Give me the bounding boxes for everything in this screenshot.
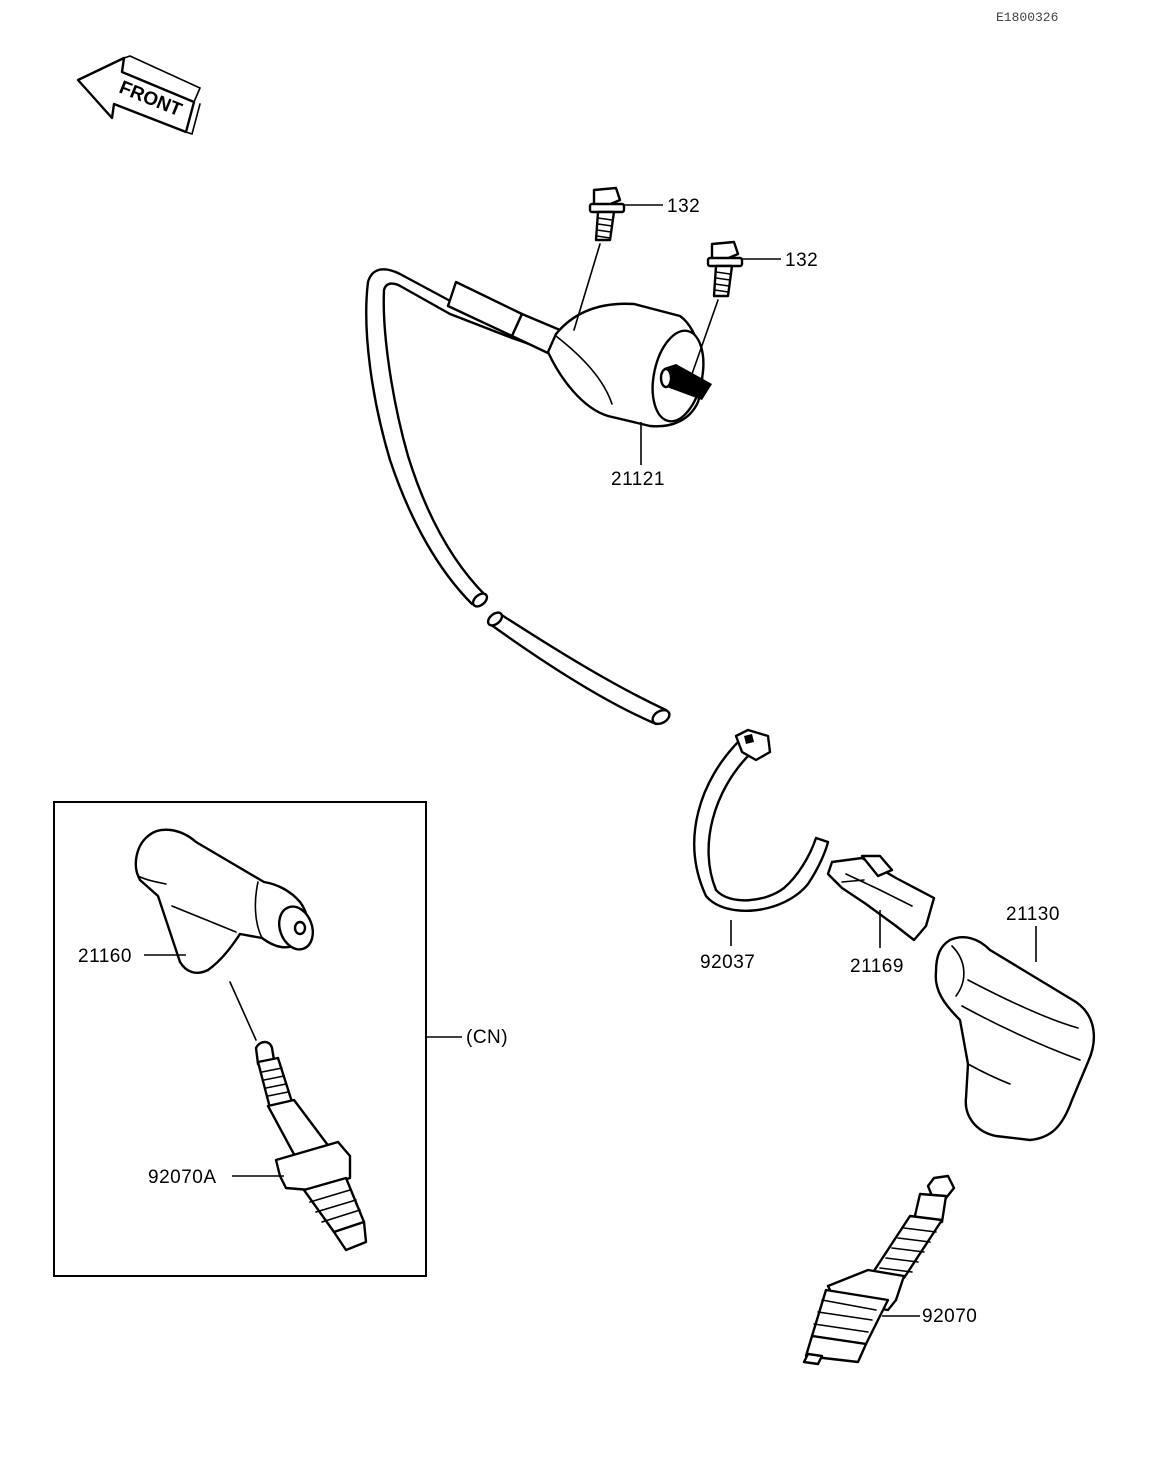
- spark-plug-92070a: [254, 1040, 368, 1252]
- part-label-92037: 92037: [700, 952, 755, 973]
- ignition-coil: [546, 302, 712, 428]
- bolt-132-upper: [588, 186, 626, 242]
- bolt-132-lower: [706, 240, 744, 298]
- part-label-92070: 92070: [922, 1306, 977, 1327]
- plug-cap-21160: [134, 828, 315, 974]
- ignition-lead: [365, 268, 671, 726]
- part-label-21160: 21160: [78, 946, 132, 967]
- variant-label: (CN): [466, 1027, 508, 1048]
- spark-plug-92070: [802, 1174, 956, 1366]
- front-arrow-icon: FRONT: [76, 55, 202, 136]
- part-label-92070a: 92070A: [148, 1167, 217, 1188]
- plug-cap-21130: [934, 936, 1095, 1142]
- cn-variant-box: [53, 801, 427, 1277]
- part-label-21121: 21121: [611, 469, 665, 490]
- part-label-21130: 21130: [1006, 904, 1060, 925]
- part-label-21169: 21169: [850, 956, 904, 977]
- document-ref: E1800326: [996, 10, 1058, 25]
- clamp-92037: [693, 728, 830, 913]
- clip-21169: [826, 854, 936, 942]
- part-label-132-lower: 132: [785, 250, 818, 271]
- part-label-132-upper: 132: [667, 196, 700, 217]
